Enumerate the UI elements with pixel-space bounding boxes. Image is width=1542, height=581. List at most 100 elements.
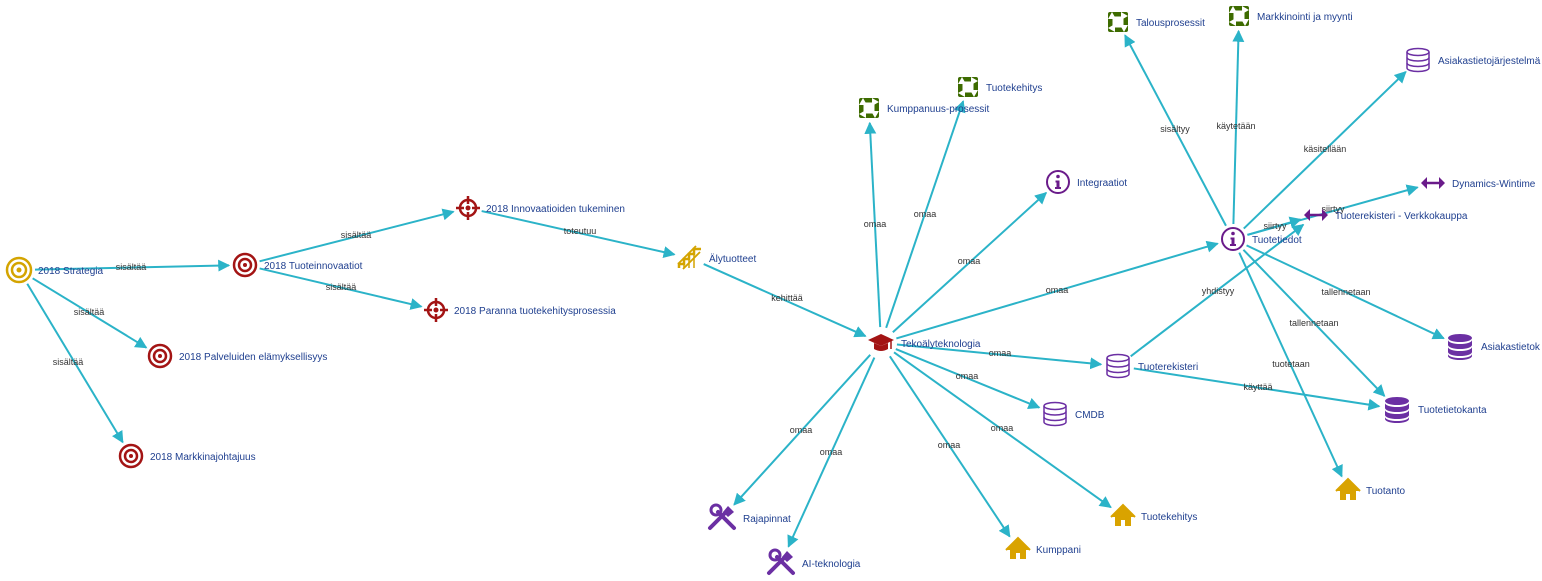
node-tuotetietokanta[interactable]: Tuotetietokanta: [1385, 397, 1487, 423]
node-label: Tuotetiedot: [1252, 235, 1302, 246]
edge-tekoaly-to-tuotekehitys_house: [893, 351, 1112, 509]
edge-label: omaa: [820, 447, 843, 457]
node-talousprosessit[interactable]: Talousprosessit: [1108, 12, 1205, 32]
edge-label: omaa: [1046, 285, 1069, 295]
node-tuotetiedot[interactable]: Tuotetiedot: [1221, 227, 1302, 251]
node-tuotanto[interactable]: Tuotanto: [1335, 477, 1406, 500]
node-label: Integraatiot: [1077, 178, 1127, 189]
house-icon: [1005, 536, 1031, 559]
edge-label: omaa: [914, 209, 937, 219]
node-label: Talousprosessit: [1136, 18, 1205, 29]
edge-label: omaa: [938, 440, 961, 450]
edge-tuotetiedot-to-markkinointi: [1232, 29, 1245, 225]
edge-label: sisältyy: [1160, 124, 1190, 134]
edge-tekoaly-to-kumppani: [889, 355, 1011, 538]
strategy-target-icon: [5, 256, 33, 284]
node-label: Tuotekehitys: [1141, 512, 1197, 523]
node-label: Kumppani: [1036, 545, 1081, 556]
edge-label: sisältää: [74, 307, 105, 317]
edge-strategia-to-markkinajohtajuus: [26, 283, 124, 444]
edge-alytuotteet-to-tekoaly: [703, 263, 867, 338]
node-ai_teknologia[interactable]: AI-teknologia: [767, 548, 861, 575]
node-label: 2018 Paranna tuotekehitysprosessia: [454, 306, 616, 317]
edge-label: omaa: [991, 423, 1014, 433]
database-filled-icon: [1448, 334, 1472, 360]
node-paranna[interactable]: 2018 Paranna tuotekehitysprosessia: [424, 298, 616, 322]
edge-tekoaly-to-tuotekehitys_proc: [885, 100, 966, 329]
node-markkinointi[interactable]: Markkinointi ja myynti: [1229, 6, 1353, 26]
node-palveluiden[interactable]: 2018 Palveluiden elämyksellisyys: [147, 343, 327, 369]
edge-label: sisältää: [116, 262, 147, 272]
node-dynamics[interactable]: Dynamics-Wintime: [1421, 177, 1536, 190]
node-tuotekehitys_house[interactable]: Tuotekehitys: [1110, 503, 1197, 526]
target-icon: [232, 252, 258, 278]
node-label: Tuotetietokanta: [1418, 405, 1487, 416]
edge-tuotetiedot-to-tuotetietokanta: [1242, 249, 1386, 397]
node-label: Tekoälyteknologia: [901, 339, 981, 350]
edge-tuotetiedot-to-asiakastietokanta: [1246, 244, 1445, 340]
edge-tuotetiedot-to-asiakastietojarjestelma: [1243, 70, 1407, 230]
node-tekoaly[interactable]: Tekoälyteknologia: [868, 334, 981, 351]
node-label: Älytuotteet: [709, 253, 756, 265]
edge-label: tuotetaan: [1272, 359, 1310, 369]
node-label: AI-teknologia: [802, 559, 861, 570]
node-kumppani[interactable]: Kumppani: [1005, 536, 1081, 559]
edge-tuotetiedot-to-tuotanto: [1238, 252, 1343, 478]
node-strategia[interactable]: 2018 Strategia: [5, 256, 103, 284]
edge-label: siirtyy: [1264, 221, 1287, 231]
process-cycle-icon: [958, 77, 978, 97]
database-filled-icon: [1385, 397, 1409, 423]
node-tuotekehitys_proc[interactable]: Tuotekehitys: [958, 77, 1042, 97]
edge-tuoteinnovaatiot-to-paranna: [259, 267, 423, 310]
edge-tekoaly-to-tuotetiedot: [896, 240, 1219, 340]
process-cycle-icon: [859, 98, 879, 118]
edge-label: sisältää: [341, 230, 372, 240]
edge-label: käsitellään: [1304, 144, 1347, 154]
node-label: 2018 Tuoteinnovaatiot: [264, 261, 363, 272]
tools-icon: [767, 548, 795, 575]
edge-label: tallennetaan: [1289, 318, 1338, 328]
edges-layer: [26, 29, 1445, 548]
edge-tekoaly-to-ai_teknologia: [787, 357, 876, 548]
edge-tuoterekisteri-to-tuotetietokanta: [1133, 367, 1381, 411]
node-asiakastietojarjestelma[interactable]: Asiakastietojärjestelmä: [1406, 47, 1541, 73]
target-icon: [147, 343, 173, 369]
node-innovaatioiden[interactable]: 2018 Innovaatioiden tukeminen: [456, 196, 625, 220]
crosshair-icon: [424, 298, 448, 322]
node-label: Tuotanto: [1366, 486, 1406, 497]
node-rajapinnat[interactable]: Rajapinnat: [708, 503, 791, 530]
edge-label: kehittää: [771, 293, 803, 303]
node-label: Rajapinnat: [743, 514, 791, 525]
database-outline-icon: [1106, 353, 1130, 379]
edge-label: sisältää: [53, 357, 84, 367]
node-tuoteinnovaatiot[interactable]: 2018 Tuoteinnovaatiot: [232, 252, 363, 278]
node-integraatiot[interactable]: Integraatiot: [1046, 170, 1127, 194]
edge-label: toteutuu: [564, 226, 597, 236]
node-markkinajohtajuus[interactable]: 2018 Markkinajohtajuus: [118, 443, 256, 469]
house-icon: [1335, 477, 1361, 500]
node-label: Tuotekehitys: [986, 83, 1042, 94]
node-label: Tuoterekisteri - Verkkokauppa: [1335, 211, 1468, 222]
edge-tekoaly-to-tuoterekisteri: [896, 343, 1103, 370]
edge-label: käytetään: [1216, 121, 1255, 131]
edge-tuotetiedot-to-talousprosessit: [1124, 34, 1227, 227]
tools-icon: [708, 503, 736, 530]
edge-strategia-to-tuoteinnovaatiot: [34, 259, 231, 272]
node-label: 2018 Palveluiden elämyksellisyys: [179, 352, 327, 363]
edge-label: omaa: [956, 371, 979, 381]
node-kumppanuus[interactable]: Kumppanuus-prosessit: [859, 98, 989, 118]
edge-tekoaly-to-cmdb: [895, 348, 1041, 410]
edge-label: omaa: [958, 256, 981, 266]
edge-labels-layer: sisältääsisältääsisältääsisältääsisältää…: [53, 121, 1371, 457]
edge-strategia-to-palveluiden: [32, 277, 148, 349]
node-verkkokauppa[interactable]: Tuoterekisteri - Verkkokauppa: [1304, 209, 1468, 222]
node-tuoterekisteri[interactable]: Tuoterekisteri: [1106, 353, 1198, 379]
edge-label: siirtyy: [1322, 204, 1345, 214]
node-label: Dynamics-Wintime: [1452, 179, 1536, 190]
node-cmdb[interactable]: CMDB: [1043, 401, 1105, 427]
database-outline-icon: [1043, 401, 1067, 427]
node-alytuotteet[interactable]: Älytuotteet: [677, 245, 756, 270]
node-asiakastietokanta[interactable]: Asiakastietok: [1448, 334, 1541, 360]
edge-label: yhdistyy: [1202, 286, 1235, 296]
